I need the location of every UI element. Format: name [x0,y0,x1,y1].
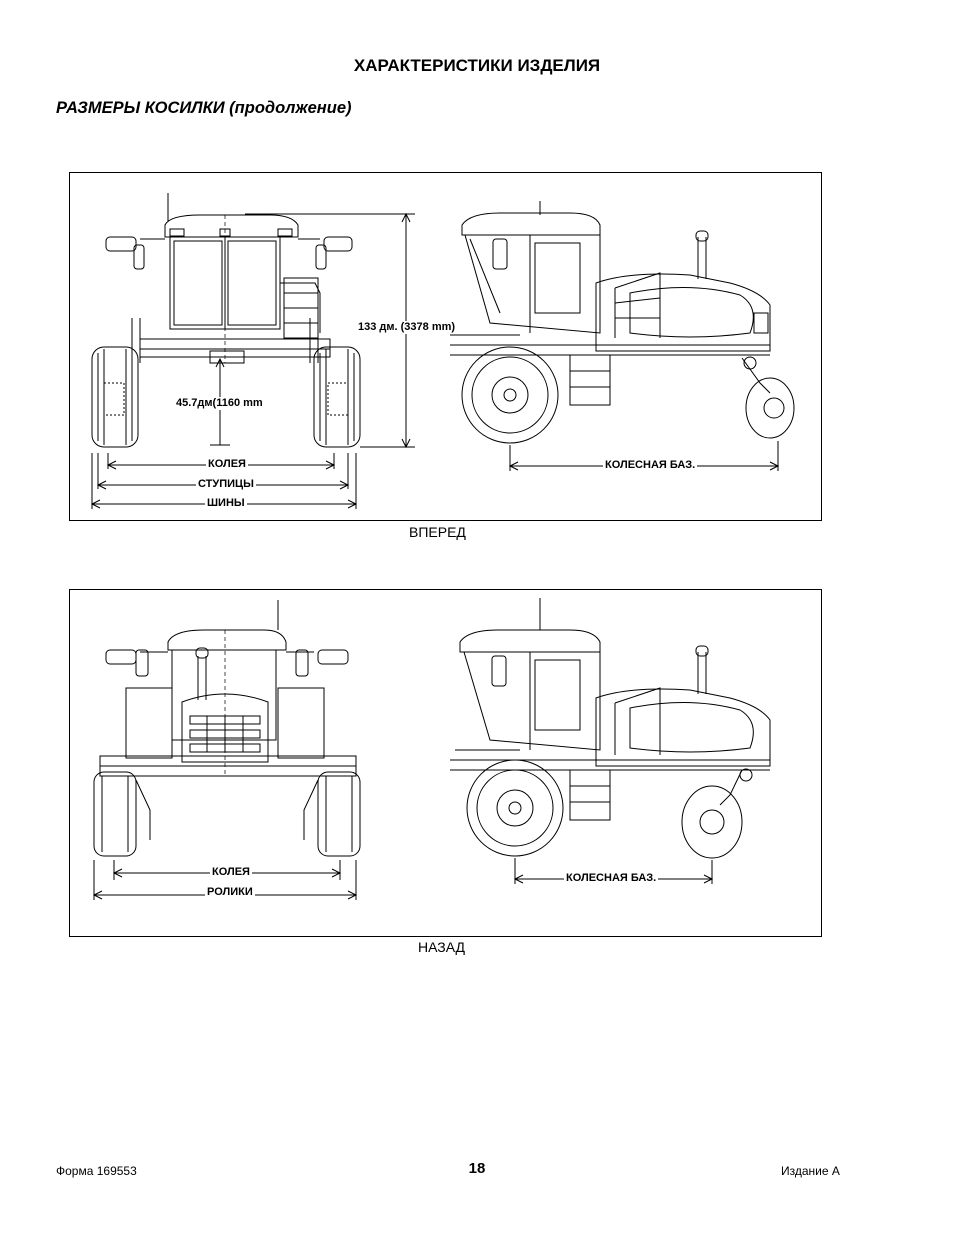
figure-reverse-caption: НАЗАД [418,939,466,955]
reverse-drawing [92,598,771,900]
side-view-tractor-reverse [450,598,771,859]
clearance-dimension-label: 45.7дм(1160 mm [174,397,265,410]
footer-form-number: Форма 169553 [56,1164,137,1178]
figure-forward: 133 дм. (3378 mm) 45.7дм(1160 mm КОЛЕЯ С… [69,172,822,521]
page-number: 18 [468,1160,486,1177]
figure-reverse: КОЛЕЯ РОЛИКИ КОЛЕСНАЯ БАЗ. [69,589,822,937]
footer-edition: Издание А [781,1164,840,1178]
track-dimension-label: КОЛЕЯ [206,458,248,471]
rear-wheelbase-dimension-label: КОЛЕСНАЯ БАЗ. [564,872,659,885]
figure-forward-caption: ВПЕРЕД [409,524,466,540]
side-view-tractor [450,201,795,444]
page-title: ХАРАКТЕРИСТИКИ ИЗДЕЛИЯ [353,56,601,75]
rear-view-tractor [93,600,361,857]
forward-drawing [90,193,795,509]
rollers-dimension-label: РОЛИКИ [205,886,255,899]
section-title: РАЗМЕРЫ КОСИЛКИ (продолжение) [56,99,352,117]
tires-dimension-label: ШИНЫ [205,497,247,510]
rear-track-dimension-label: КОЛЕЯ [210,866,252,879]
front-view-tractor [91,193,361,448]
hubs-dimension-label: СТУПИЦЫ [196,478,256,491]
height-dimension-label: 133 дм. (3378 mm) [356,321,458,334]
wheelbase-dimension-label: КОЛЕСНАЯ БАЗ. [603,459,698,472]
